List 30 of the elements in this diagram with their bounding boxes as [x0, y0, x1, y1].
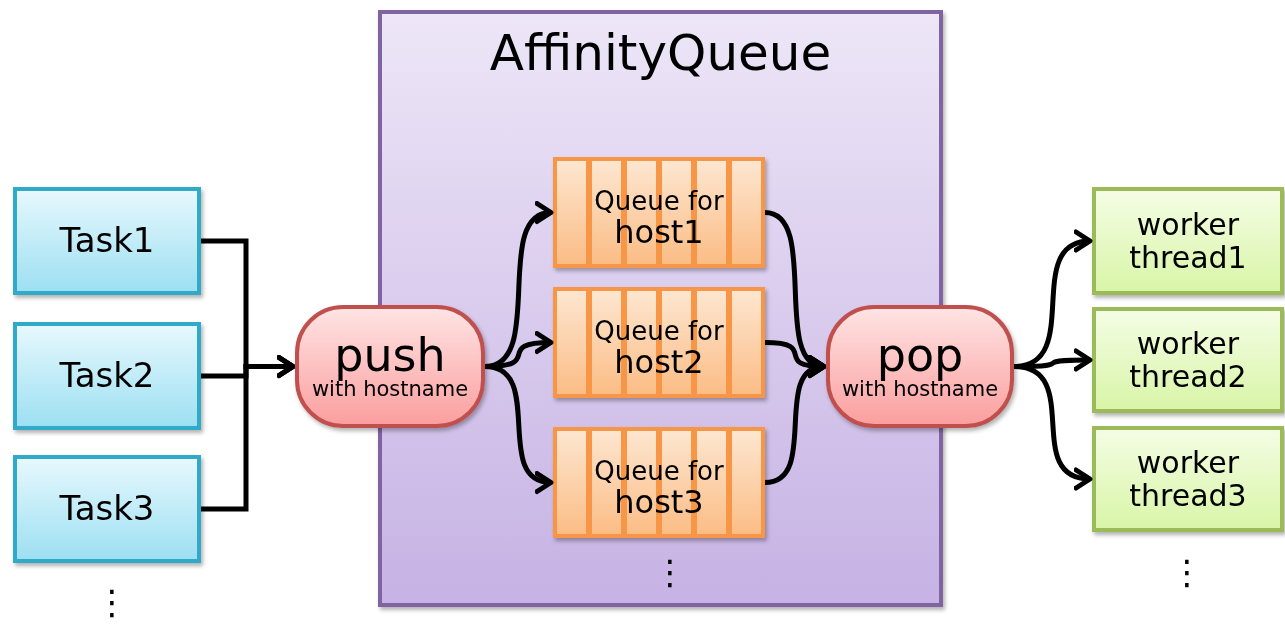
- task-box: [13, 322, 201, 430]
- task-box: [13, 187, 201, 295]
- host-name: host1: [614, 215, 704, 251]
- ellipsis-mark: ⋮: [1170, 555, 1204, 589]
- host-name: host3: [614, 485, 704, 521]
- container-title: AffinityQueue: [489, 26, 832, 81]
- arrow: [201, 355, 296, 512]
- worker-label: worker thread3: [1128, 446, 1248, 512]
- operation-box: [295, 305, 485, 428]
- arrow: [484, 364, 554, 492]
- worker-label: worker thread2: [1128, 327, 1248, 393]
- worker-box: [1092, 426, 1284, 532]
- ellipsis-mark: ⋮: [95, 585, 129, 619]
- host-name: host2: [614, 345, 704, 381]
- queue-label: Queue for: [594, 316, 724, 346]
- arrow: [1013, 364, 1093, 489]
- worker-box: [1092, 307, 1284, 413]
- task-label: Task1: [59, 222, 155, 260]
- worker-label: worker thread1: [1128, 208, 1248, 274]
- task-label: Task3: [59, 490, 155, 528]
- queue-box: [553, 157, 765, 268]
- task-label: Task2: [59, 357, 155, 395]
- queue-label: Queue for: [594, 186, 724, 216]
- operation-box: [826, 305, 1014, 428]
- ellipsis-mark: ⋮: [653, 555, 687, 589]
- queue-box: [553, 427, 765, 538]
- task-box: [13, 455, 201, 563]
- queue-label: Queue for: [594, 456, 724, 486]
- worker-box: [1092, 187, 1284, 295]
- queue-box: [553, 287, 765, 398]
